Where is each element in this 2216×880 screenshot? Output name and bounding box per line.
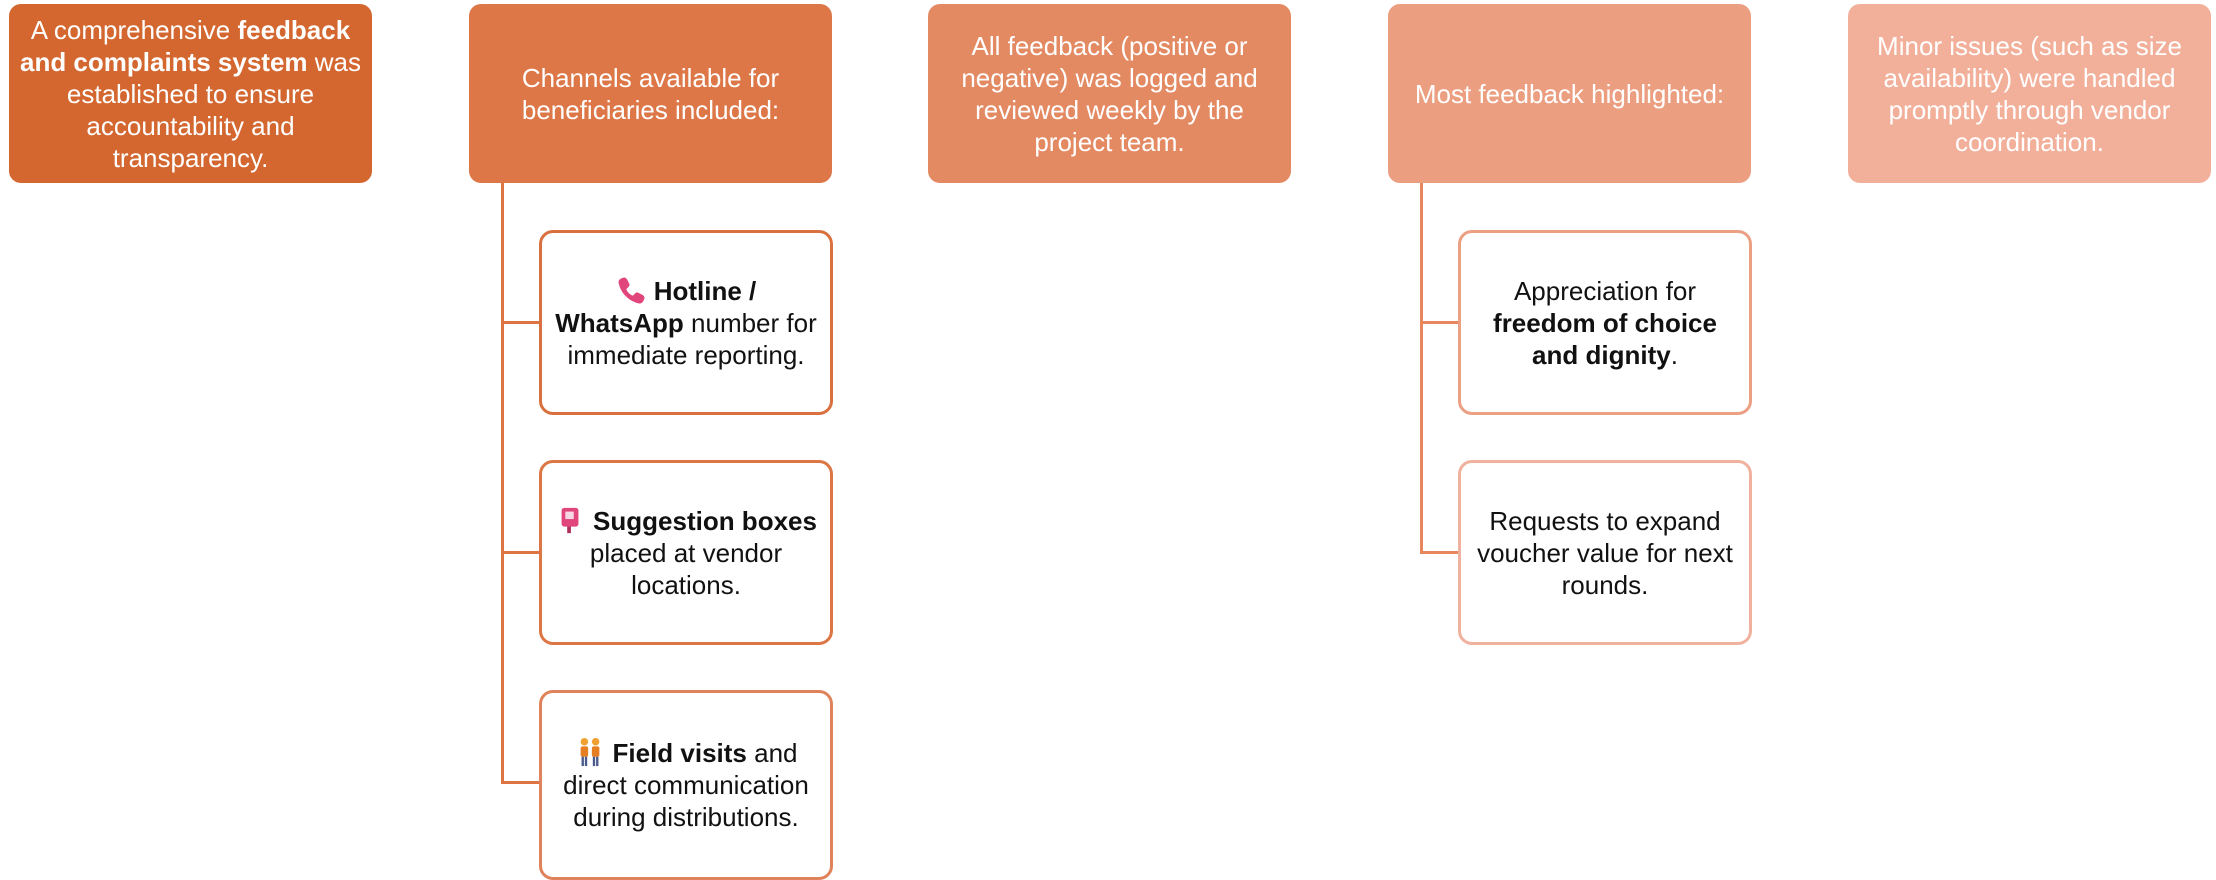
step-1-bold-text: feedback and complaints system	[19, 14, 351, 77]
step-2-connector-trunk	[501, 183, 504, 784]
step-4-connector-trunk	[1420, 183, 1423, 554]
step-1-text: A comprehensive feedback and complaints …	[19, 14, 361, 173]
step-2-header: Channels available for beneficiaries inc…	[469, 4, 832, 183]
step-4-connector-branch-2	[1420, 551, 1458, 554]
step-4-header: Most feedback highlighted:	[1388, 4, 1751, 183]
step-2-connector-branch-1	[501, 321, 539, 324]
step-3-header: All feedback (positive or negative) was …	[928, 4, 1291, 183]
step-4-text: Most feedback highlighted:	[1414, 78, 1725, 109]
feedback-requests-text: Requests to expand voucher value for nex…	[1477, 505, 1733, 600]
channel-hotline-box: Hotline / WhatsApp number for immediate …	[539, 230, 833, 415]
step-2-text: Channels available for beneficiaries inc…	[521, 62, 780, 125]
channel-suggestion-box: Suggestion boxes placed at vendor locati…	[539, 460, 833, 645]
telephone-icon	[616, 275, 646, 305]
feedback-requests-box: Requests to expand voucher value for nex…	[1458, 460, 1752, 645]
channel-field-visits-text: Field visits and direct communication du…	[563, 737, 809, 832]
feedback-appreciation-text: Appreciation for freedom of choice and d…	[1493, 275, 1717, 370]
step-3-text: All feedback (positive or negative) was …	[961, 30, 1258, 157]
step-4-connector-branch-1	[1420, 321, 1458, 324]
feedback-appreciation-box: Appreciation for freedom of choice and d…	[1458, 230, 1752, 415]
mailbox-icon	[555, 505, 585, 535]
channel-field-visits-box: Field visits and direct communication du…	[539, 690, 833, 880]
step-5-text: Minor issues (such as size availability)…	[1877, 30, 2182, 157]
channel-suggestion-text: Suggestion boxes placed at vendor locati…	[554, 505, 818, 601]
step-1-header: A comprehensive feedback and complaints …	[9, 4, 372, 183]
step-2-connector-branch-3	[501, 781, 539, 784]
step-2-connector-branch-2	[501, 551, 539, 554]
people-walking-icon	[575, 737, 605, 767]
channel-hotline-text: Hotline / WhatsApp number for immediate …	[555, 275, 817, 370]
step-5-header: Minor issues (such as size availability)…	[1848, 4, 2211, 183]
